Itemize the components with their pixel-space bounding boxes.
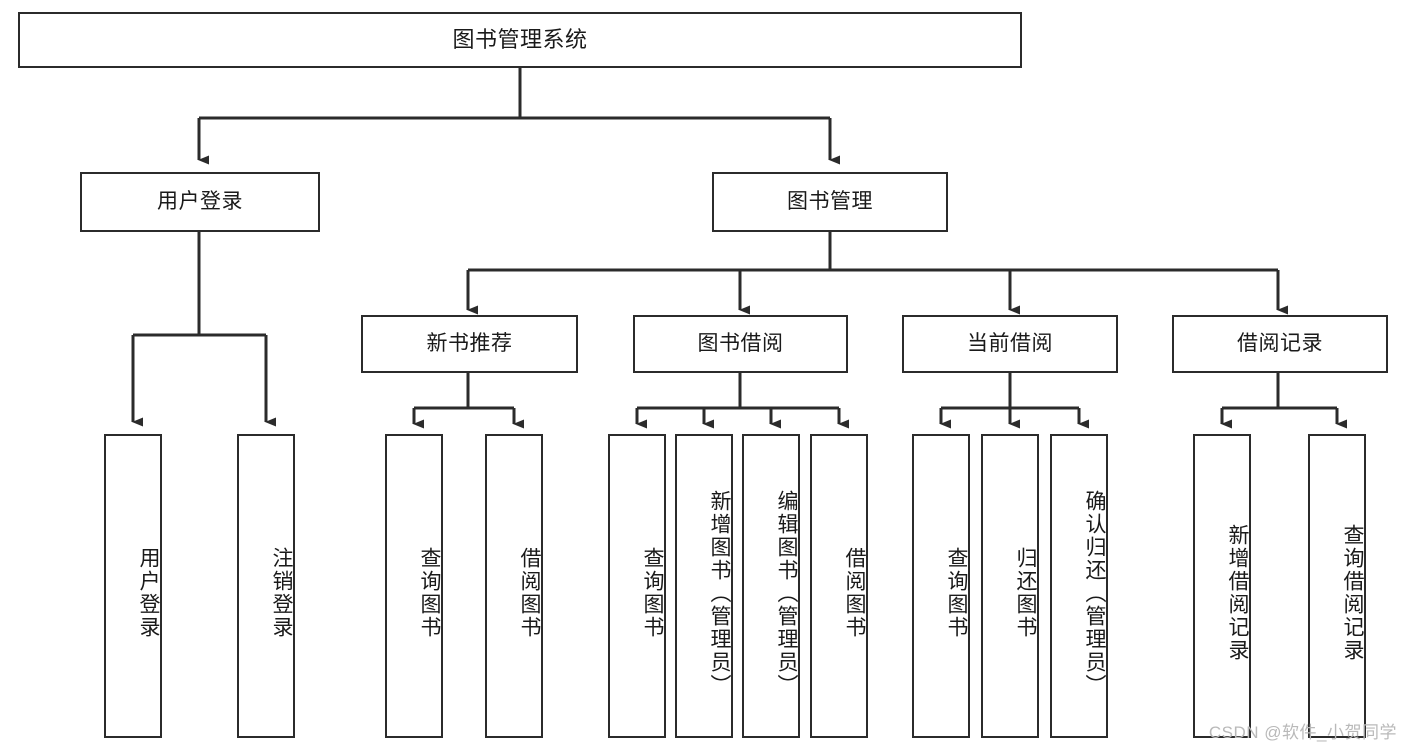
node-label: 新增借阅记录 — [1226, 524, 1249, 662]
leaf-current-confirm-return-admin[interactable]: 确认归还（管理员） — [1050, 434, 1108, 738]
node-label: 归还图书 — [1014, 547, 1037, 639]
node-label: 图书管理系统 — [452, 26, 588, 52]
leaf-borrow-borrow-book[interactable]: 借阅图书 — [810, 434, 868, 738]
leaf-borrow-edit-book-admin[interactable]: 编辑图书（管理员） — [742, 434, 800, 738]
node-label: 新增图书（管理员） — [708, 489, 731, 697]
node-label: 新书推荐 — [426, 332, 513, 356]
leaf-current-return-book[interactable]: 归还图书 — [981, 434, 1039, 738]
node-book-management[interactable]: 图书管理 — [712, 172, 948, 232]
leaf-recommend-borrow-book[interactable]: 借阅图书 — [485, 434, 543, 738]
node-label: 图书管理 — [787, 190, 873, 214]
leaf-borrow-query-book[interactable]: 查询图书 — [608, 434, 666, 738]
leaf-recommend-query-book[interactable]: 查询图书 — [385, 434, 443, 738]
leaf-record-add-record[interactable]: 新增借阅记录 — [1193, 434, 1251, 738]
leaf-user-login[interactable]: 用户登录 — [104, 434, 162, 738]
node-book-borrow[interactable]: 图书借阅 — [633, 315, 848, 373]
node-label: 借阅记录 — [1237, 332, 1323, 356]
node-label: 确认归还（管理员） — [1083, 489, 1106, 697]
node-label: 编辑图书（管理员） — [775, 489, 798, 697]
node-label: 查询借阅记录 — [1341, 524, 1364, 662]
node-label: 借阅图书 — [843, 547, 866, 639]
node-label: 当前借阅 — [967, 332, 1053, 356]
node-label: 查询图书 — [641, 547, 664, 639]
node-label: 用户登录 — [157, 190, 243, 214]
node-root-system[interactable]: 图书管理系统 — [18, 12, 1022, 68]
leaf-user-logout[interactable]: 注销登录 — [237, 434, 295, 738]
leaf-borrow-add-book-admin[interactable]: 新增图书（管理员） — [675, 434, 733, 738]
node-label: 查询图书 — [418, 547, 441, 639]
leaf-record-query-record[interactable]: 查询借阅记录 — [1308, 434, 1366, 738]
node-label: 用户登录 — [137, 547, 160, 639]
node-user-login[interactable]: 用户登录 — [80, 172, 320, 232]
node-label: 图书借阅 — [697, 332, 784, 356]
node-label: 查询图书 — [945, 547, 968, 639]
node-current-borrow[interactable]: 当前借阅 — [902, 315, 1118, 373]
node-borrow-record[interactable]: 借阅记录 — [1172, 315, 1388, 373]
node-label: 借阅图书 — [518, 547, 541, 639]
watermark-text: CSDN @软件_小贺同学 — [1208, 723, 1397, 742]
leaf-current-query-book[interactable]: 查询图书 — [912, 434, 970, 738]
node-label: 注销登录 — [270, 547, 293, 639]
node-new-book-recommend[interactable]: 新书推荐 — [361, 315, 578, 373]
